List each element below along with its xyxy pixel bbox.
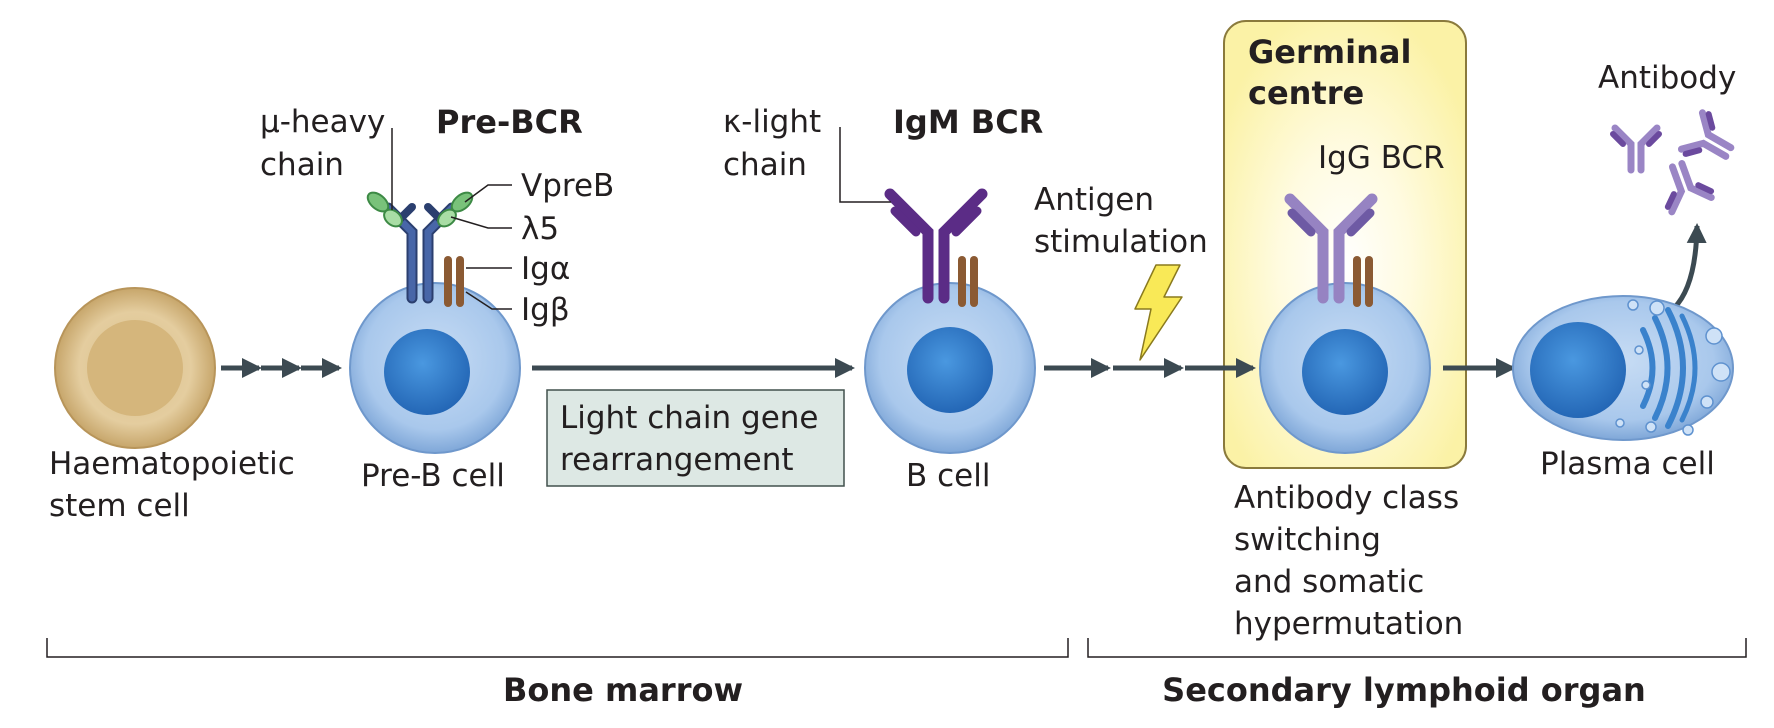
gc-ig-alpha-beta	[1353, 256, 1373, 307]
labels: Haematopoietic stem cell Pre-B cell B ce…	[49, 33, 1736, 709]
plasma-cell	[1512, 295, 1734, 441]
arrows	[221, 223, 1707, 378]
ig-alpha-label: Igα	[521, 251, 570, 287]
antibody-icons	[1610, 109, 1735, 216]
lambda5-label: λ5	[521, 211, 559, 247]
vpreb-left-domain	[366, 191, 403, 228]
antibody-icon-3	[1664, 159, 1715, 216]
b-cell	[864, 282, 1036, 454]
antigen-label-line1: Antigen	[1034, 182, 1154, 218]
light-chain-label-line2: rearrangement	[560, 442, 794, 478]
germinal-centre-label-line1: Germinal	[1248, 33, 1411, 71]
vpreb-label: VpreB	[521, 168, 614, 204]
bcell-ig-alpha-beta	[958, 256, 978, 307]
plasma-cell-er	[1640, 307, 1698, 429]
secondary-lymphoid-label: Secondary lymphoid organ	[1162, 671, 1646, 709]
antibody-icon-1	[1610, 124, 1662, 174]
antibody-icon-2	[1677, 109, 1735, 160]
leader-lambda5	[450, 216, 512, 229]
bone-marrow-label: Bone marrow	[503, 671, 743, 709]
germinal-centre-label-line2: centre	[1248, 74, 1364, 112]
plasma-cell-vesicles	[1615, 299, 1731, 436]
class-switch-label-line3: and somatic	[1234, 564, 1424, 600]
arrow-plasma-to-antibody	[1672, 223, 1707, 310]
bone-marrow-bracket	[46, 638, 1069, 658]
pre-bcr-receptor	[366, 191, 474, 304]
leader-kappa-light	[839, 127, 891, 203]
plasma-cell-label: Plasma cell	[1540, 446, 1715, 482]
hsc-label-line2: stem cell	[49, 488, 190, 524]
secondary-lymphoid-bracket	[1087, 638, 1747, 658]
germinal-centre-b-cell	[1259, 282, 1431, 454]
igm-bcr-label: IgM BCR	[893, 103, 1043, 141]
leader-vpreb	[464, 184, 512, 203]
vpreb-right-domain	[437, 191, 474, 228]
hsc-label-line1: Haematopoietic	[49, 446, 295, 482]
class-switch-label-line1: Antibody class	[1234, 480, 1459, 516]
pre-b-ig-alpha-beta	[444, 256, 464, 307]
kappa-light-label-line1: κ-light	[723, 104, 821, 140]
mu-heavy-label-line1: μ-heavy	[260, 104, 385, 140]
igm-bcr-receptor	[884, 188, 988, 304]
pre-b-cell-label: Pre-B cell	[361, 458, 505, 494]
kappa-light-label-line2: chain	[723, 147, 807, 183]
leader-ig-beta	[465, 291, 512, 310]
light-chain-process-box	[546, 389, 845, 487]
class-switch-label-line2: switching	[1234, 522, 1381, 558]
igg-bcr-label: IgG BCR	[1318, 140, 1445, 176]
leader-lines	[391, 127, 891, 310]
b-cell-label: B cell	[906, 458, 990, 494]
antigen-label-line2: stimulation	[1034, 224, 1208, 260]
ig-beta-label: Igβ	[521, 292, 570, 328]
mu-heavy-label-line2: chain	[260, 147, 344, 183]
lightning-bolt-icon	[1134, 264, 1183, 361]
class-switch-label-line4: hypermutation	[1234, 606, 1463, 642]
pre-bcr-label: Pre-BCR	[436, 103, 583, 141]
pre-b-cell	[349, 282, 521, 454]
light-chain-label-line1: Light chain gene	[560, 400, 819, 436]
location-brackets	[46, 638, 1747, 658]
haematopoietic-stem-cell	[54, 287, 216, 449]
antibody-label: Antibody	[1598, 60, 1736, 96]
igg-bcr-receptor	[1284, 193, 1378, 304]
